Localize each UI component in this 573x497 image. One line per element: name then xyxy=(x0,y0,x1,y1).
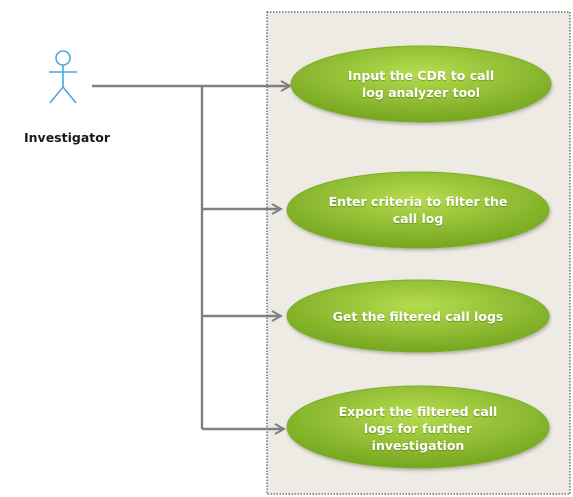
actor-stick-figure-icon xyxy=(49,50,77,104)
use-case-label-1: Input the CDR to call log analyzer tool xyxy=(347,68,495,100)
use-case-label-3: Get the filtered call logs xyxy=(332,308,504,324)
actor-label: Investigator xyxy=(24,130,110,145)
use-case-label-2: Enter criteria to filter the call log xyxy=(328,194,508,226)
use-case-ellipse-3 xyxy=(286,279,550,353)
use-case-label-4: Export the filtered call logs for furthe… xyxy=(338,403,498,453)
use-case-ellipse-4 xyxy=(286,385,550,469)
use-case-ellipse-2 xyxy=(286,171,550,249)
use-case-ellipse-1 xyxy=(290,45,552,123)
connectors xyxy=(92,86,290,429)
use-case-ellipses xyxy=(286,45,552,469)
